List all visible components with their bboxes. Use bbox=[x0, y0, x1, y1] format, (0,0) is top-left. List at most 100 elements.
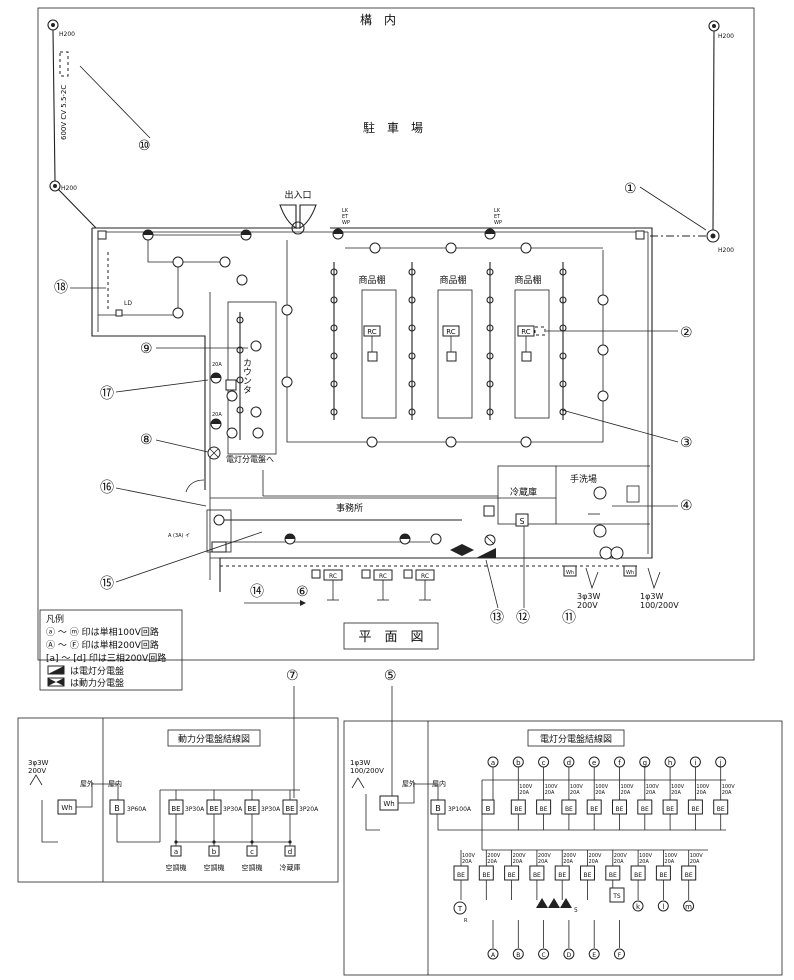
svg-text:B: B bbox=[114, 804, 120, 813]
svg-text:BE: BE bbox=[508, 872, 516, 879]
svg-text:e: e bbox=[592, 759, 596, 767]
svg-text:ⓐ ～ ⓜ 印は単相100V回路: ⓐ ～ ⓜ 印は単相100V回路 bbox=[46, 626, 159, 638]
svg-text:H200: H200 bbox=[61, 185, 77, 192]
callout-1: ① bbox=[624, 181, 637, 197]
svg-text:a: a bbox=[174, 848, 178, 856]
svg-text:B: B bbox=[516, 952, 520, 959]
svg-text:は電灯分電盤: は電灯分電盤 bbox=[70, 665, 124, 677]
svg-text:RC: RC bbox=[521, 328, 531, 336]
svg-text:LK: LK bbox=[342, 208, 349, 214]
svg-text:A (3A) イ: A (3A) イ bbox=[168, 533, 190, 539]
svg-text:3P30A: 3P30A bbox=[261, 806, 281, 813]
svg-text:BE: BE bbox=[685, 872, 693, 879]
svg-text:BE: BE bbox=[565, 806, 573, 813]
svg-text:F: F bbox=[618, 952, 622, 959]
pole-top-right: H200 bbox=[708, 20, 734, 40]
svg-text:BE: BE bbox=[590, 806, 598, 813]
svg-text:BE: BE bbox=[285, 805, 294, 813]
power-panel-title: 動力分電盤結線図 bbox=[178, 733, 250, 745]
svg-text:BE: BE bbox=[641, 806, 649, 813]
fluorescent-rows bbox=[236, 262, 567, 440]
svg-text:m: m bbox=[685, 903, 692, 911]
legend: 凡例 ⓐ ～ ⓜ 印は単相100V回路 Ⓐ ～ Ⓕ 印は単相200V回路 [a]… bbox=[39, 609, 183, 691]
svg-text:BE: BE bbox=[558, 872, 566, 879]
svg-text:空調機: 空調機 bbox=[242, 863, 263, 872]
callout-10: ⑩ bbox=[138, 138, 151, 154]
svg-text:商品棚: 商品棚 bbox=[439, 274, 466, 286]
svg-text:Ⓐ ～ Ⓕ 印は単相200V回路: Ⓐ ～ Ⓕ 印は単相200V回路 bbox=[46, 639, 159, 651]
svg-text:屋外: 屋外 bbox=[80, 779, 94, 788]
cable-marker bbox=[59, 51, 69, 77]
svg-text:BE: BE bbox=[584, 872, 592, 879]
callout-16: ⑯ bbox=[100, 480, 114, 496]
svg-text:RC: RC bbox=[329, 573, 337, 580]
plan-title-text: 平 面 図 bbox=[358, 630, 423, 645]
svg-text:出入口: 出入口 bbox=[284, 189, 311, 201]
pole-top-left: H200 bbox=[47, 19, 75, 38]
top-devices: LK ET WP LK ET WP bbox=[97, 208, 645, 241]
svg-text:BE: BE bbox=[691, 806, 699, 813]
svg-text:ET: ET bbox=[494, 214, 501, 220]
downlight-wiring: LD bbox=[98, 234, 609, 448]
svg-text:BE: BE bbox=[247, 805, 256, 813]
svg-text:d: d bbox=[288, 848, 292, 856]
callout-17: ⑰ bbox=[100, 386, 114, 402]
svg-text:BE: BE bbox=[616, 806, 624, 813]
svg-text:LD: LD bbox=[124, 300, 132, 307]
svg-text:BE: BE bbox=[634, 872, 642, 879]
callout-8: ⑧ bbox=[140, 432, 153, 448]
callout-9: ⑨ bbox=[140, 341, 153, 357]
svg-text:d: d bbox=[567, 759, 571, 767]
svg-text:凡例: 凡例 bbox=[46, 613, 64, 625]
svg-text:20A: 20A bbox=[212, 412, 222, 418]
counter-area: カウンタ 20A 20A 電灯分電盤へ bbox=[207, 340, 274, 464]
svg-text:RC: RC bbox=[421, 573, 429, 580]
svg-text:3P20A: 3P20A bbox=[299, 806, 319, 813]
cable-label: 600V CV 5.5-2C bbox=[60, 85, 68, 140]
parking-label: 駐 車 場 bbox=[363, 120, 423, 135]
svg-text:BE: BE bbox=[666, 806, 674, 813]
svg-text:事務所: 事務所 bbox=[336, 502, 363, 514]
svg-text:手洗場: 手洗場 bbox=[570, 473, 597, 485]
svg-text:l: l bbox=[662, 903, 664, 911]
floor-plan: 構 内 駐 車 場 H200 H200 H200 H200 600V CV 5.… bbox=[37, 7, 755, 798]
callout-14: ⑭ bbox=[250, 584, 264, 600]
svg-text:a: a bbox=[491, 759, 495, 767]
svg-text:BE: BE bbox=[659, 872, 667, 879]
svg-text:h: h bbox=[668, 759, 672, 767]
callout-3: ③ bbox=[680, 435, 693, 451]
svg-text:BE: BE bbox=[609, 872, 617, 879]
svg-text:ET: ET bbox=[342, 214, 349, 220]
svg-text:[a] ～ [d] 印は三相200V回路: [a] ～ [d] 印は三相200V回路 bbox=[46, 652, 166, 664]
svg-text:3P100A: 3P100A bbox=[448, 806, 472, 813]
svg-text:T: T bbox=[457, 905, 463, 913]
svg-text:冷蔵庫: 冷蔵庫 bbox=[510, 486, 537, 498]
svg-text:c: c bbox=[250, 848, 254, 856]
svg-text:BE: BE bbox=[533, 872, 541, 879]
svg-text:5: 5 bbox=[574, 907, 578, 914]
svg-text:商品棚: 商品棚 bbox=[514, 274, 541, 286]
svg-text:RC: RC bbox=[379, 573, 387, 580]
svg-text:A: A bbox=[491, 952, 496, 959]
svg-text:k: k bbox=[636, 903, 641, 911]
svg-text:屋内: 屋内 bbox=[108, 779, 122, 788]
office-area: 事務所 A (3A) イ 冷蔵庫 S 手洗場 bbox=[168, 473, 640, 560]
svg-text:BE: BE bbox=[482, 872, 490, 879]
svg-text:冷蔵庫: 冷蔵庫 bbox=[280, 863, 301, 872]
svg-text:D: D bbox=[567, 952, 572, 959]
